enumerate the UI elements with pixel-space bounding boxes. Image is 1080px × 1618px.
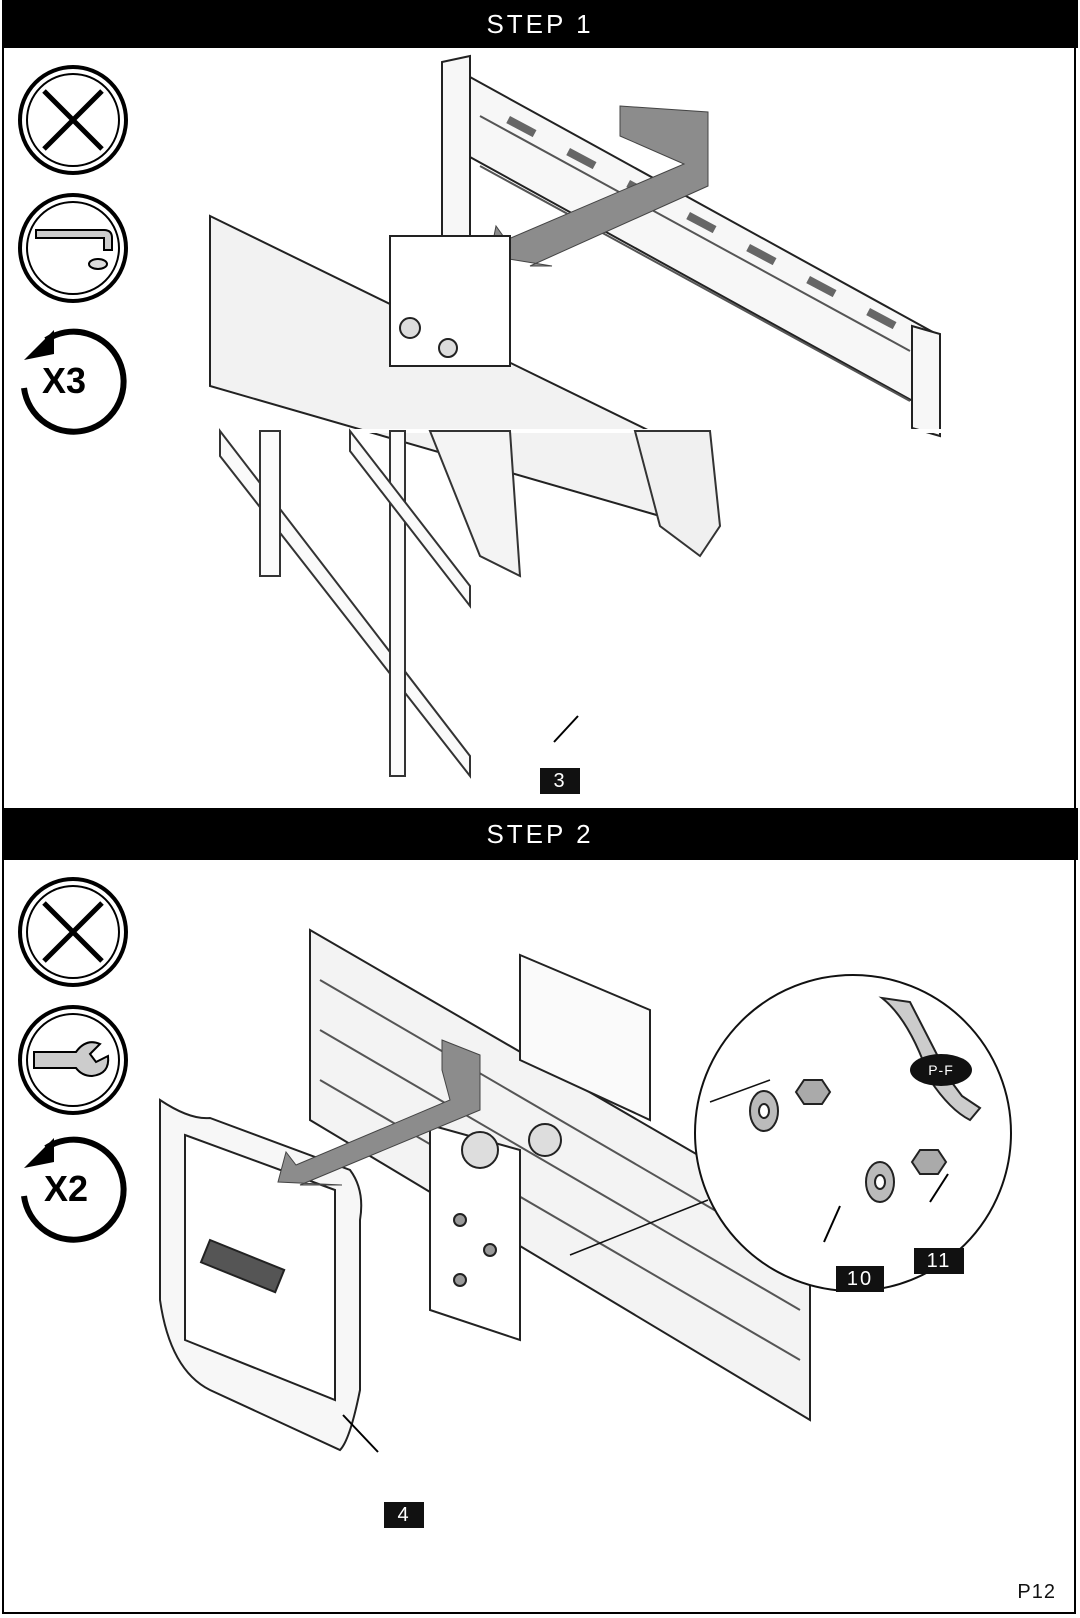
step-1-repeat-label: X3 <box>42 360 87 401</box>
tool-tag-pf: P-F <box>910 1054 972 1086</box>
step-2-header: STEP 2 <box>2 808 1078 860</box>
step-2-title: STEP 2 <box>486 818 594 849</box>
callout-part-4: 4 <box>384 1502 424 1528</box>
step-1-title: STEP 1 <box>486 8 594 39</box>
hex-key-icon <box>18 193 128 303</box>
counterclockwise-rotate-icon <box>21 328 127 435</box>
callout-part-10: 10 <box>836 1266 884 1292</box>
step-1-header: STEP 1 <box>2 0 1078 48</box>
wrench-icon <box>18 1005 128 1115</box>
counterclockwise-rotate-icon <box>21 1136 127 1243</box>
no-power-tool-icon <box>18 877 128 987</box>
step-2-repeat-label: X2 <box>44 1168 89 1209</box>
page-number: P12 <box>1017 1581 1056 1603</box>
no-power-tool-icon <box>18 65 128 175</box>
motion-arrow <box>277 1039 481 1186</box>
callout-part-11: 11 <box>914 1248 964 1274</box>
step-1-illustration <box>180 54 980 779</box>
callout-part-3: 3 <box>540 768 580 794</box>
vesa-plate <box>159 1098 363 1452</box>
step-2-illustration <box>159 928 1012 1453</box>
